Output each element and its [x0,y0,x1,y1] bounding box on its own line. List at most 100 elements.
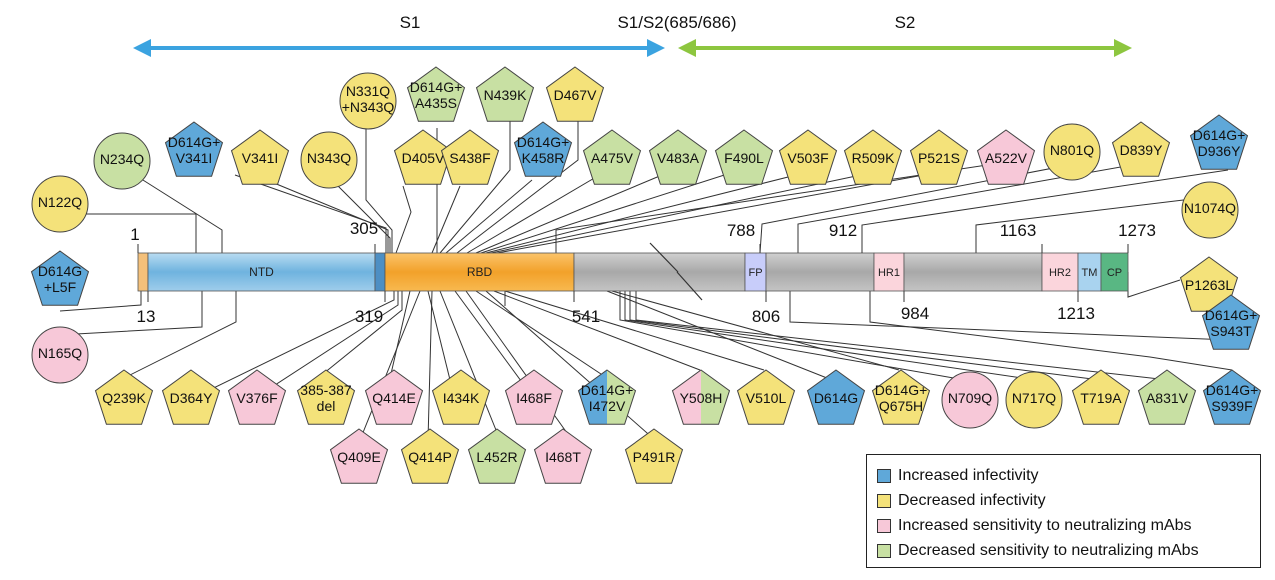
connector-line [475,169,675,254]
mutation-label: D614G+V341I [168,134,221,166]
mutation-marker: P521S [909,129,969,185]
marker-pentagon [714,129,774,185]
mutation-label: N165Q [38,345,82,361]
mutation-marker: D467V [545,66,605,122]
connector-line [493,290,701,371]
mutation-label: A475V [591,150,634,166]
mutation-marker: R509K [843,129,903,185]
marker-outline [577,369,637,425]
mutation-label: N343Q [307,150,351,166]
s1-arrow [133,39,665,57]
marker-circle [31,175,89,233]
legend-label: Decreased infectivity [898,492,1046,509]
mutation-marker: Q414P [400,428,460,484]
position-label: 541 [572,307,600,326]
mutation-label: D839Y [1120,142,1163,158]
connector-line [611,290,900,371]
connector-line [234,174,387,253]
marker-circle [1181,181,1239,239]
marker-pentagon [296,369,356,425]
connector-line [869,291,1233,371]
mutation-label: D467V [554,87,597,103]
mutation-label: N1074Q [1184,200,1236,216]
connector-line [365,113,393,253]
position-label: 1163 [1000,221,1037,240]
marker-pentagon [329,428,389,484]
mutation-label: A522V [985,150,1028,166]
mutation-label: D614G+Q675H [875,382,928,414]
legend-item: Increased sensitivity to neutralizing mA… [877,515,1191,537]
marker-pentagon-half [607,370,636,425]
marker-pentagon [94,369,154,425]
connector-line [606,290,833,381]
mutation-label: Y508H [680,390,723,406]
marker-pentagon [230,129,290,185]
marker-pentagon [545,66,605,122]
connector-line [480,169,741,254]
mutation-label: F490L [724,150,764,166]
mutation-label: A831V [1146,390,1189,406]
connector-line [119,291,237,381]
domain-label: TM [1082,267,1098,279]
mutation-label: N439K [484,87,527,103]
connector-line [39,291,203,337]
marker-pentagon [533,428,593,484]
mutation-label: L452R [476,449,517,465]
connector-line [359,290,421,441]
s2-arrow [678,39,1132,57]
domain-hr2 [1041,252,1079,292]
domain-hr1 [873,252,905,292]
connector-line [445,179,533,254]
domain-segment [137,252,149,292]
mutation-label: V503F [787,150,828,166]
mutation-marker: D614G+D936Y [1189,114,1249,170]
mutation-marker: D405V [393,129,453,185]
legend-swatch [877,494,891,508]
connector-line [466,169,609,254]
connector-line [439,290,501,441]
mutation-label: D614G+L5F [38,263,82,295]
mutation-marker: D614G+S943T [1201,294,1261,350]
position-label: 1273 [1118,221,1156,240]
mutation-label: T719A [1080,390,1122,406]
connector-line [635,291,1169,381]
position-label: 912 [829,221,857,240]
marker-pentagon [1189,114,1249,170]
connector-line [496,171,941,254]
marker-pentagon [227,369,287,425]
mutation-marker: L452R [467,428,527,484]
domain-label: HR2 [1049,267,1071,279]
connector-line [456,120,579,254]
mutation-marker: D839Y [1111,121,1171,177]
mutation-label: V376F [236,390,277,406]
marker-circle [1005,371,1063,429]
mutation-label: Q409E [337,449,381,465]
mutation-marker: I468T [533,428,593,484]
mutation-marker: D614G+A435S [406,66,466,122]
mutation-marker: A831V [1137,369,1197,425]
domain-cp [1100,252,1129,292]
connector-line [789,291,1231,341]
marker-pentagon [400,428,460,484]
marker-circle [300,131,358,189]
connector-line [485,171,809,254]
marker-outline [671,369,731,425]
domain-ntd [147,252,376,292]
connector-line [134,174,223,253]
marker-pentagon [30,250,90,306]
marker-pentagon [1137,369,1197,425]
marker-pentagon [1202,369,1262,425]
legend-label: Increased infectivity [898,467,1039,484]
mutation-marker: D614G+I472V [577,369,637,425]
mutation-label: N122Q [38,194,82,210]
mutation-label: Q414P [408,449,452,465]
connector-line [395,185,412,254]
marker-pentagon [871,369,931,425]
mutation-label: D364Y [170,390,213,406]
mutation-marker: N122Q [31,175,89,233]
